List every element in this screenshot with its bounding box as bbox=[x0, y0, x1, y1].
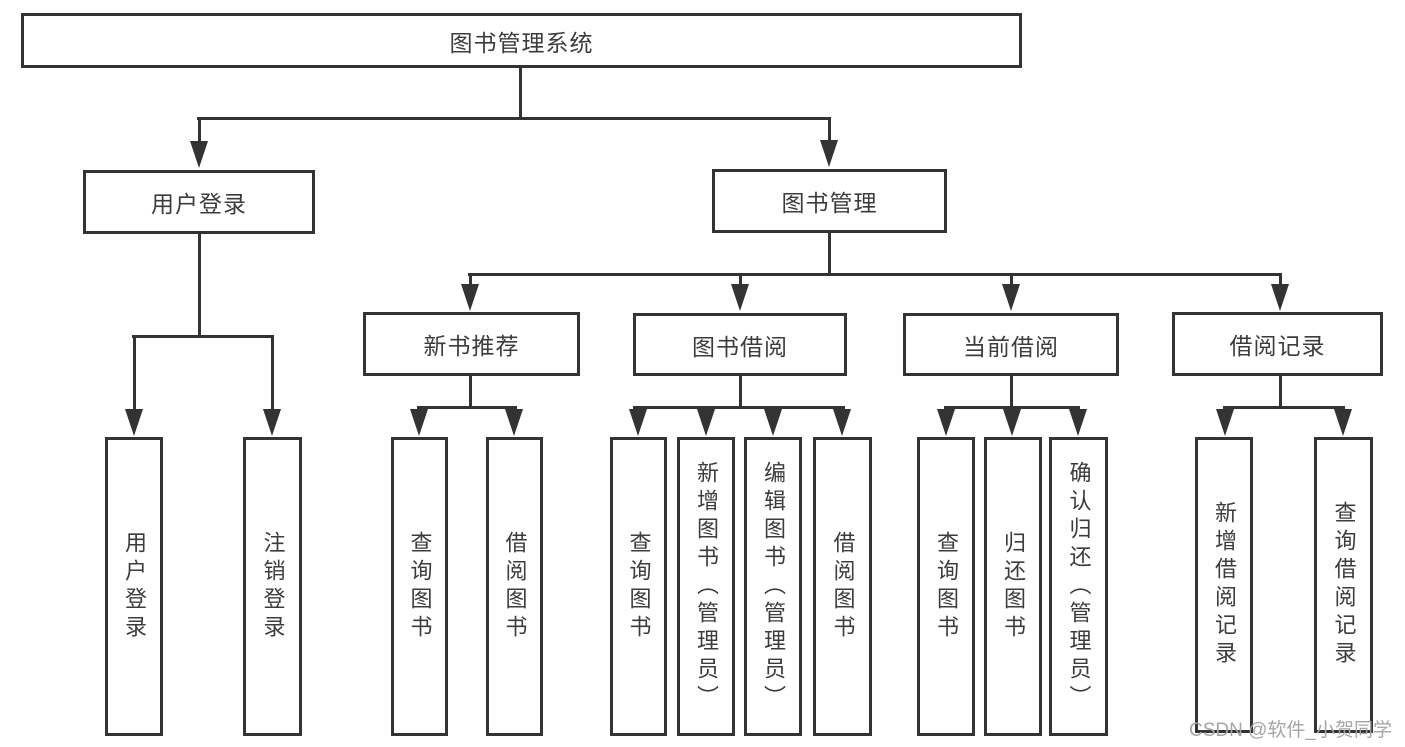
arrowhead-icon bbox=[1216, 409, 1234, 436]
line-segment bbox=[133, 335, 136, 412]
line-segment bbox=[468, 273, 1282, 276]
arrowhead-icon bbox=[125, 409, 143, 436]
line-segment bbox=[519, 68, 522, 117]
arrowhead-icon bbox=[1069, 409, 1087, 436]
leaf-label: 用户登录 bbox=[122, 530, 147, 643]
node-book-management: 图书管理 bbox=[712, 169, 947, 233]
leaf-record-add: 新增借阅记录 bbox=[1195, 437, 1253, 733]
arrowhead-icon bbox=[820, 140, 838, 167]
node-current-borrow: 当前借阅 bbox=[903, 313, 1119, 376]
node-label: 新书推荐 bbox=[423, 333, 520, 359]
line-segment bbox=[739, 273, 742, 287]
node-borrow-record: 借阅记录 bbox=[1172, 312, 1383, 376]
leaf-current-return: 归还图书 bbox=[984, 437, 1042, 736]
leaf-record-query: 查询借阅记录 bbox=[1314, 437, 1373, 733]
node-book-borrow: 图书借阅 bbox=[633, 313, 847, 376]
leaf-current-query: 查询图书 bbox=[917, 437, 975, 736]
leaf-newbook-borrow: 借阅图书 bbox=[486, 437, 543, 736]
arrowhead-icon bbox=[263, 409, 281, 436]
leaf-borrow-query: 查询图书 bbox=[610, 437, 667, 736]
line-segment bbox=[1279, 273, 1282, 287]
node-label: 图书管理系统 bbox=[449, 29, 594, 56]
leaf-logout: 注销登录 bbox=[243, 437, 302, 736]
leaf-label: 借阅图书 bbox=[502, 530, 528, 643]
leaf-borrow-add-admin: 新增图书（管理员） bbox=[677, 437, 735, 736]
leaf-label: 查询图书 bbox=[626, 530, 652, 643]
line-segment bbox=[198, 234, 201, 335]
line-segment bbox=[197, 117, 831, 120]
arrowhead-icon bbox=[461, 284, 479, 311]
line-segment bbox=[132, 335, 274, 338]
line-segment bbox=[1010, 273, 1013, 287]
arrowhead-icon bbox=[833, 409, 851, 436]
leaf-label: 借阅图书 bbox=[830, 530, 856, 643]
node-label: 借阅记录 bbox=[1229, 333, 1326, 359]
leaf-label: 确认归还（管理员） bbox=[1066, 460, 1092, 713]
leaf-label: 注销登录 bbox=[260, 530, 286, 643]
line-segment bbox=[1010, 376, 1013, 407]
arrowhead-icon bbox=[697, 409, 715, 436]
node-new-book-recommend: 新书推荐 bbox=[363, 312, 580, 376]
leaf-borrow-borrow: 借阅图书 bbox=[813, 437, 872, 736]
leaf-label: 编辑图书（管理员） bbox=[761, 460, 786, 713]
leaf-borrow-edit-admin: 编辑图书（管理员） bbox=[744, 437, 802, 736]
line-segment bbox=[1223, 406, 1345, 409]
line-segment bbox=[633, 406, 845, 409]
arrowhead-icon bbox=[937, 409, 955, 436]
line-segment bbox=[828, 233, 831, 273]
line-segment bbox=[739, 376, 742, 407]
leaf-current-confirm-admin: 确认归还（管理员） bbox=[1049, 437, 1108, 736]
arrowhead-icon bbox=[1334, 409, 1352, 436]
line-segment bbox=[944, 406, 1080, 409]
line-segment bbox=[828, 117, 831, 144]
arrowhead-icon bbox=[731, 284, 749, 311]
node-label: 图书借阅 bbox=[692, 333, 788, 360]
leaf-user-login: 用户登录 bbox=[105, 437, 163, 736]
line-segment bbox=[271, 335, 274, 412]
arrowhead-icon bbox=[1271, 284, 1289, 311]
leaf-label: 查询图书 bbox=[934, 530, 959, 643]
node-label: 用户登录 bbox=[151, 191, 247, 217]
csdn-watermark: CSDN @软件_小贺同学 bbox=[1189, 720, 1392, 741]
leaf-label: 新增图书（管理员） bbox=[694, 460, 719, 713]
node-user-login: 用户登录 bbox=[83, 170, 315, 234]
line-segment bbox=[469, 376, 472, 407]
arrowhead-icon bbox=[629, 409, 647, 436]
leaf-label: 归还图书 bbox=[1001, 530, 1026, 643]
node-label: 当前借阅 bbox=[963, 333, 1059, 360]
leaf-label: 新增借阅记录 bbox=[1212, 501, 1237, 669]
arrowhead-icon bbox=[764, 409, 782, 436]
leaf-label: 查询借阅记录 bbox=[1331, 501, 1357, 669]
leaf-label: 查询图书 bbox=[407, 530, 433, 643]
line-segment bbox=[417, 406, 517, 409]
arrowhead-icon bbox=[1003, 409, 1021, 436]
line-segment bbox=[1279, 376, 1282, 407]
arrowhead-icon bbox=[410, 409, 428, 436]
line-segment bbox=[198, 117, 201, 144]
node-library-system: 图书管理系统 bbox=[21, 13, 1022, 68]
line-segment bbox=[469, 273, 472, 287]
arrowhead-icon bbox=[505, 409, 523, 436]
leaf-newbook-query: 查询图书 bbox=[391, 437, 448, 736]
node-label: 图书管理 bbox=[781, 190, 878, 216]
arrowhead-icon bbox=[1002, 284, 1020, 311]
arrowhead-icon bbox=[190, 141, 208, 168]
